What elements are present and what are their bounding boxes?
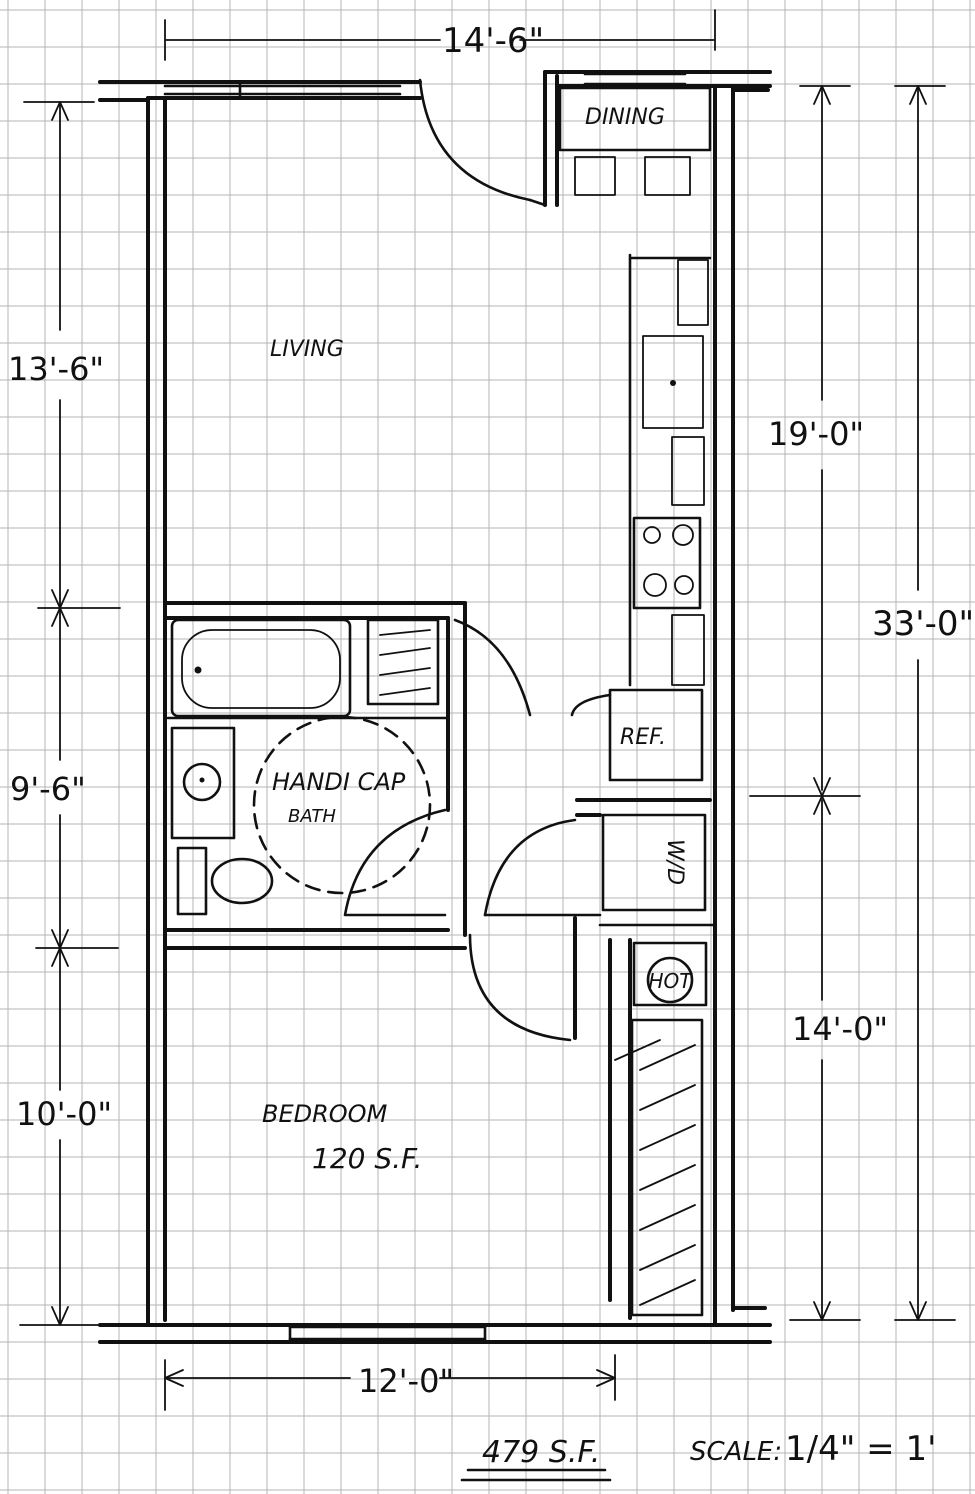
scale-label: SCALE: <box>690 1437 782 1467</box>
wheelchair-turning-circle <box>252 715 432 895</box>
dining-table-icon <box>558 86 712 196</box>
interior-walls <box>163 601 717 1320</box>
bedroom-closet-hatch <box>614 1018 704 1317</box>
exterior-walls <box>98 70 772 1344</box>
scale-value: 1/4" = 1' <box>785 1429 936 1469</box>
room-label-living: LIVING <box>270 337 344 362</box>
washer-dryer-box <box>601 813 707 912</box>
linen-closet-icon <box>366 618 440 706</box>
dim-right-upper: 19'-0" <box>768 415 864 453</box>
dim-top-width: 14'-6" <box>442 21 544 61</box>
total-area: 479 S.F. <box>482 1435 600 1470</box>
bathtub-icon <box>170 618 352 718</box>
refrigerator-box <box>608 688 704 782</box>
sink-drain-icon <box>670 380 676 386</box>
range-stove-icon <box>632 516 702 610</box>
kitchen-counter <box>628 253 712 687</box>
washer-dryer-label: W/D <box>662 839 687 885</box>
room-label-bedroom: BEDROOM <box>262 1100 388 1128</box>
room-label-bath-line2: BATH <box>288 806 336 827</box>
dim-right-lower: 14'-0" <box>792 1010 888 1048</box>
room-label-dining: DINING <box>585 105 665 130</box>
dim-left-lower: 10'-0" <box>16 1095 112 1133</box>
toilet-icon <box>176 846 274 916</box>
bedroom-area: 120 S.F. <box>312 1142 422 1175</box>
dim-left-middle: 9'-6" <box>10 770 86 808</box>
dim-bottom-width: 12'-0" <box>358 1362 454 1400</box>
refrigerator-label: REF. <box>620 725 666 750</box>
water-heater-label: HOT <box>649 969 694 993</box>
room-label-bath-line1: HANDI CAP <box>272 768 406 796</box>
dim-right-total: 33'-0" <box>872 604 974 644</box>
doors <box>343 78 612 1042</box>
vanity-sink-icon <box>170 726 236 840</box>
water-heater-icon <box>632 941 708 1007</box>
dimension-lines <box>19 9 956 1482</box>
dim-left-upper: 13'-6" <box>8 350 104 388</box>
